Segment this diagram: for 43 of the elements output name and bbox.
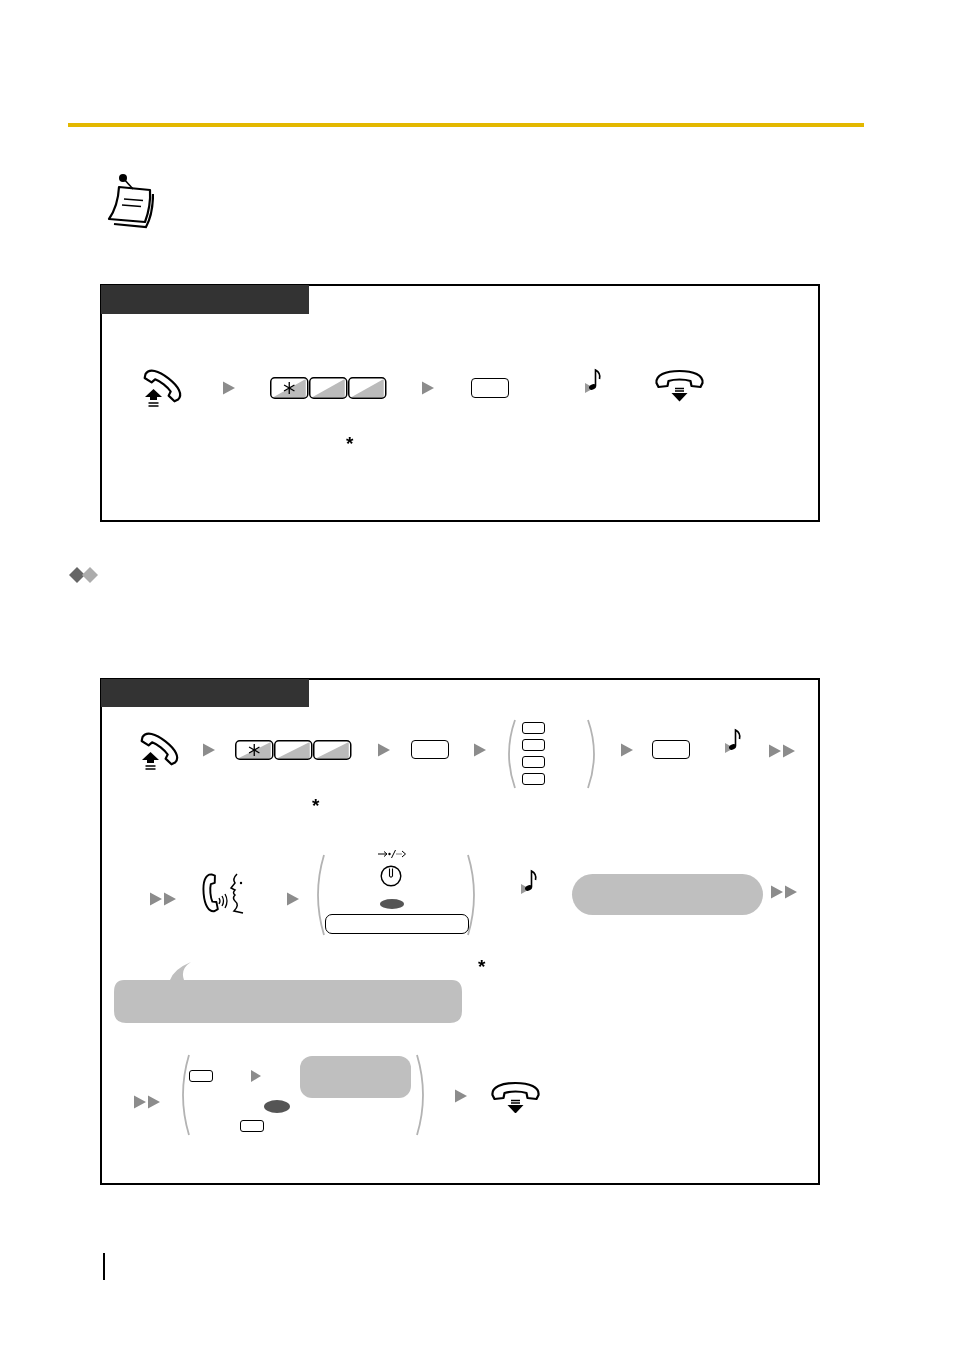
knob-icon [380, 865, 402, 887]
handset-down-arrow-icon [653, 369, 706, 402]
procedure-panel [100, 284, 820, 522]
header-bar [101, 679, 309, 707]
footnote-mark: * [478, 957, 486, 976]
arrow [422, 381, 434, 395]
arrow [378, 743, 390, 757]
arrow [203, 743, 215, 757]
blank-key [522, 722, 545, 734]
blank-key [411, 740, 449, 759]
blank-key [522, 756, 545, 768]
key-row-icon [235, 740, 352, 760]
blank-key [471, 378, 509, 398]
oval-button [380, 899, 404, 909]
footnote-mark: * [346, 434, 354, 453]
blank-key [189, 1070, 213, 1082]
rounded-panel [300, 1056, 411, 1098]
double-arrow [150, 892, 176, 906]
blank-key [522, 773, 545, 785]
music-note-icon [584, 368, 602, 394]
wide-key [325, 914, 469, 934]
double-arrow [769, 744, 795, 758]
oval-button [264, 1100, 290, 1113]
double-arrow [771, 885, 797, 899]
music-note-icon [520, 869, 538, 895]
arrow [287, 892, 299, 906]
blank-key [522, 739, 545, 751]
blank-key [652, 740, 690, 759]
arrow [474, 743, 486, 757]
footnote-mark: * [312, 796, 320, 815]
double-arrow [134, 1095, 160, 1109]
blank-key [240, 1120, 264, 1132]
handset-speaking-icon [200, 871, 246, 915]
rounded-bar [572, 874, 763, 915]
key-row-icon [270, 377, 387, 399]
header-bar [101, 285, 309, 314]
music-note-icon [724, 728, 742, 754]
arrow [455, 1089, 467, 1103]
procedure-panel [100, 678, 820, 1185]
arrow [621, 743, 633, 757]
arrow [251, 1070, 261, 1082]
handset-down-arrow-icon [489, 1081, 542, 1113]
speech-bubble [114, 962, 462, 1023]
